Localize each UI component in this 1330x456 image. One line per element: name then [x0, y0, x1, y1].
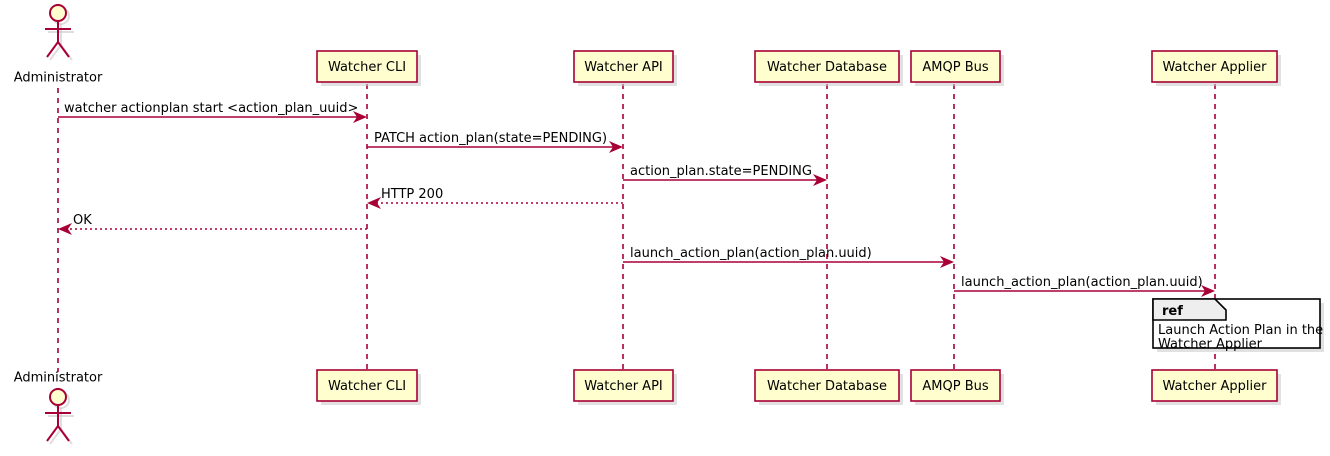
participant-label-amqp-bus: AMQP Bus: [922, 60, 988, 75]
ref-tab-label: ref: [1162, 304, 1183, 319]
ref-body-line-2: Watcher Applier: [1158, 337, 1263, 352]
participant-label-watcher-database: Watcher Database: [767, 60, 887, 75]
actor-label-administrator-bottom: Administrator: [14, 371, 103, 386]
participant-label-watcher-api-footer: Watcher API: [584, 379, 663, 394]
actor-administrator-top[interactable]: Administrator: [14, 4, 103, 86]
participant-header-watcher-applier[interactable]: Watcher Applier: [1151, 50, 1281, 86]
actor-leg-left-icon: [46, 41, 59, 58]
participant-footer-watcher-applier[interactable]: Watcher Applier: [1151, 369, 1281, 405]
participant-label-amqp-bus-footer: AMQP Bus: [922, 379, 988, 394]
participant-footer-amqp-bus[interactable]: AMQP Bus: [910, 369, 1004, 405]
participant-header-watcher-api[interactable]: Watcher API: [573, 50, 677, 86]
message-label-launch-action-plan-bus: launch_action_plan(action_plan.uuid): [630, 246, 872, 261]
participant-label-watcher-database-footer: Watcher Database: [767, 379, 887, 394]
actor-administrator-bottom[interactable]: Administrator: [14, 371, 103, 445]
ref-block-launch-action-plan[interactable]: ref Launch Action Plan in the Watcher Ap…: [1152, 298, 1324, 352]
message-label-launch-action-plan-applier: launch_action_plan(action_plan.uuid): [961, 275, 1203, 290]
participant-header-amqp-bus[interactable]: AMQP Bus: [910, 50, 1004, 86]
participant-label-watcher-applier: Watcher Applier: [1163, 60, 1268, 75]
actor-head-icon-bottom: [49, 388, 67, 406]
participant-label-watcher-api: Watcher API: [584, 60, 663, 75]
participant-label-watcher-applier-footer: Watcher Applier: [1163, 379, 1268, 394]
participant-footer-watcher-api[interactable]: Watcher API: [573, 369, 677, 405]
actor-label-administrator-top: Administrator: [14, 71, 103, 86]
lifelines-group: [57, 84, 1216, 372]
participant-header-watcher-cli[interactable]: Watcher CLI: [316, 50, 421, 86]
message-label-action-plan-state-pending: action_plan.state=PENDING: [630, 164, 812, 179]
actor-leg-right-icon-bottom: [57, 425, 70, 442]
participant-header-watcher-database[interactable]: Watcher Database: [754, 50, 903, 86]
participant-label-watcher-cli-footer: Watcher CLI: [328, 379, 406, 394]
participant-footer-watcher-cli[interactable]: Watcher CLI: [316, 369, 421, 405]
actor-leg-right-icon: [57, 41, 70, 58]
message-launch-action-plan-bus[interactable]: launch_action_plan(action_plan.uuid): [623, 246, 954, 268]
message-label-patch-action-plan: PATCH action_plan(state=PENDING): [374, 131, 607, 146]
message-actionplan-start[interactable]: watcher actionplan start <action_plan_uu…: [58, 101, 367, 123]
message-label-ok: OK: [73, 213, 92, 228]
participant-footer-watcher-database[interactable]: Watcher Database: [754, 369, 903, 405]
ref-body-line-1: Launch Action Plan in the: [1158, 323, 1323, 338]
message-label-http-200: HTTP 200: [381, 187, 443, 202]
participant-label-watcher-cli: Watcher CLI: [328, 60, 406, 75]
actor-leg-left-icon-bottom: [46, 425, 59, 442]
message-launch-action-plan-applier[interactable]: launch_action_plan(action_plan.uuid): [954, 275, 1215, 297]
message-label-actionplan-start: watcher actionplan start <action_plan_uu…: [64, 101, 358, 116]
actor-head-icon: [49, 4, 67, 22]
message-action-plan-state-pending[interactable]: action_plan.state=PENDING: [623, 164, 827, 186]
message-ok[interactable]: OK: [58, 213, 367, 235]
message-http-200[interactable]: HTTP 200: [367, 187, 623, 209]
message-patch-action-plan[interactable]: PATCH action_plan(state=PENDING): [367, 131, 623, 153]
